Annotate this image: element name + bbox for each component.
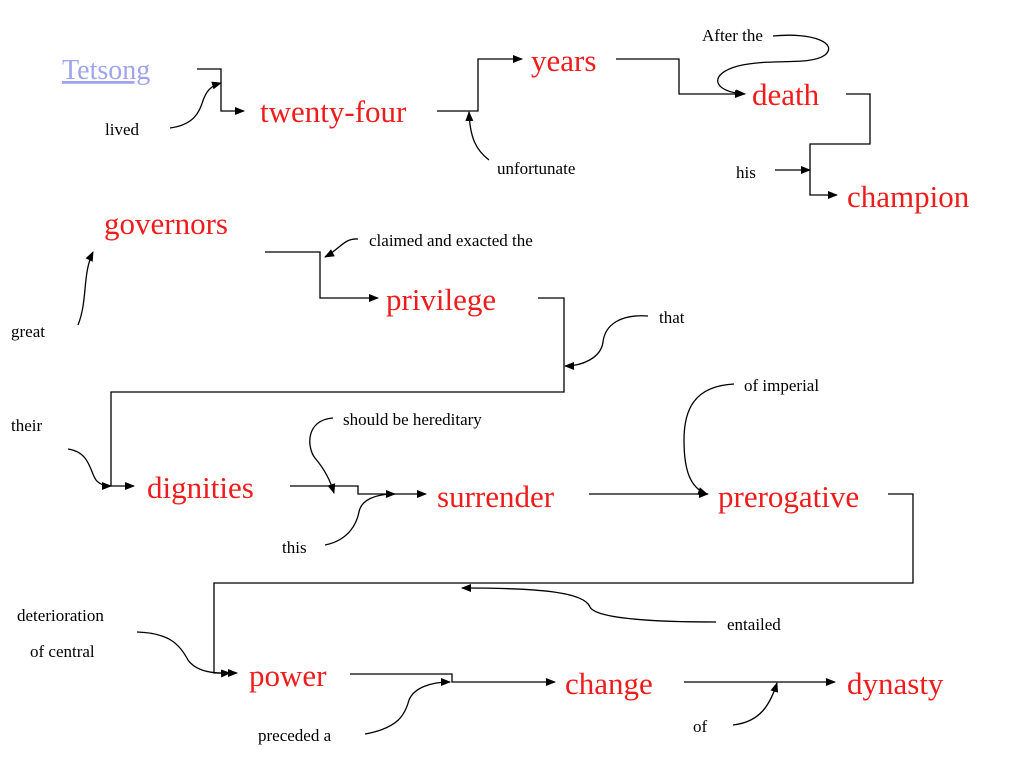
connector-tetsong-twentyfour bbox=[197, 68, 245, 115]
connector-twentyfour-years bbox=[437, 55, 523, 112]
modifier-his: his bbox=[736, 163, 756, 182]
keyword-twenty-four: twenty-four bbox=[260, 94, 407, 129]
keyword-power: power bbox=[249, 658, 327, 693]
curve-unfortunate bbox=[465, 111, 490, 161]
connector-years-death bbox=[616, 58, 745, 98]
keyword-surrender: surrender bbox=[437, 479, 555, 514]
connector-governors-privilege bbox=[265, 251, 379, 302]
modifier-that: that bbox=[659, 308, 685, 327]
modifier-claimed-and-exacted: claimed and exacted the bbox=[369, 231, 533, 250]
curve-great bbox=[77, 251, 94, 326]
modifier-this: this bbox=[282, 538, 307, 557]
modifier-entailed: entailed bbox=[727, 615, 781, 634]
connector-dignities-surrender bbox=[290, 485, 427, 498]
curve-hereditary bbox=[309, 417, 336, 494]
curve-preceded bbox=[364, 678, 451, 735]
modifier-lived: lived bbox=[105, 120, 139, 139]
curve-entailed bbox=[461, 584, 717, 623]
keyword-prerogative: prerogative bbox=[718, 479, 859, 514]
curve-lived bbox=[169, 81, 222, 129]
connector-privilege-dignities bbox=[110, 297, 565, 490]
modifier-preceded-a: preceded a bbox=[258, 726, 332, 745]
connector-death-champion bbox=[809, 93, 871, 199]
tetsong-link[interactable]: Tetsong bbox=[62, 55, 150, 86]
connector-prerogative-power bbox=[213, 493, 914, 677]
curve-deterioration bbox=[136, 631, 231, 678]
keyword-death: death bbox=[752, 77, 820, 112]
curve-their bbox=[67, 448, 112, 490]
modifier-great: great bbox=[11, 322, 45, 341]
modifier-deterioration: deterioration bbox=[17, 606, 104, 625]
keyword-privilege: privilege bbox=[386, 282, 496, 317]
keyword-champion: champion bbox=[847, 179, 970, 214]
modifier-of-central: of central bbox=[30, 642, 95, 661]
keyword-dignities: dignities bbox=[147, 470, 254, 505]
curve-of bbox=[732, 682, 779, 726]
modifier-of-imperial: of imperial bbox=[744, 376, 819, 395]
curve-after-the bbox=[717, 34, 830, 98]
connector-power-change bbox=[350, 673, 556, 686]
keyword-governors: governors bbox=[104, 206, 228, 241]
curve-that bbox=[564, 315, 649, 370]
modifier-of: of bbox=[693, 717, 708, 736]
curve-this bbox=[324, 490, 396, 546]
curve-of-imperial bbox=[683, 383, 735, 495]
keyword-change: change bbox=[565, 666, 653, 701]
modifier-their: their bbox=[11, 416, 42, 435]
keyword-years: years bbox=[531, 43, 596, 78]
modifier-after-the: After the bbox=[702, 26, 763, 45]
modifier-unfortunate: unfortunate bbox=[497, 159, 575, 178]
keyword-dynasty: dynasty bbox=[847, 666, 944, 701]
modifier-should-be-hereditary: should be hereditary bbox=[343, 410, 482, 429]
curve-claimed bbox=[324, 238, 359, 258]
